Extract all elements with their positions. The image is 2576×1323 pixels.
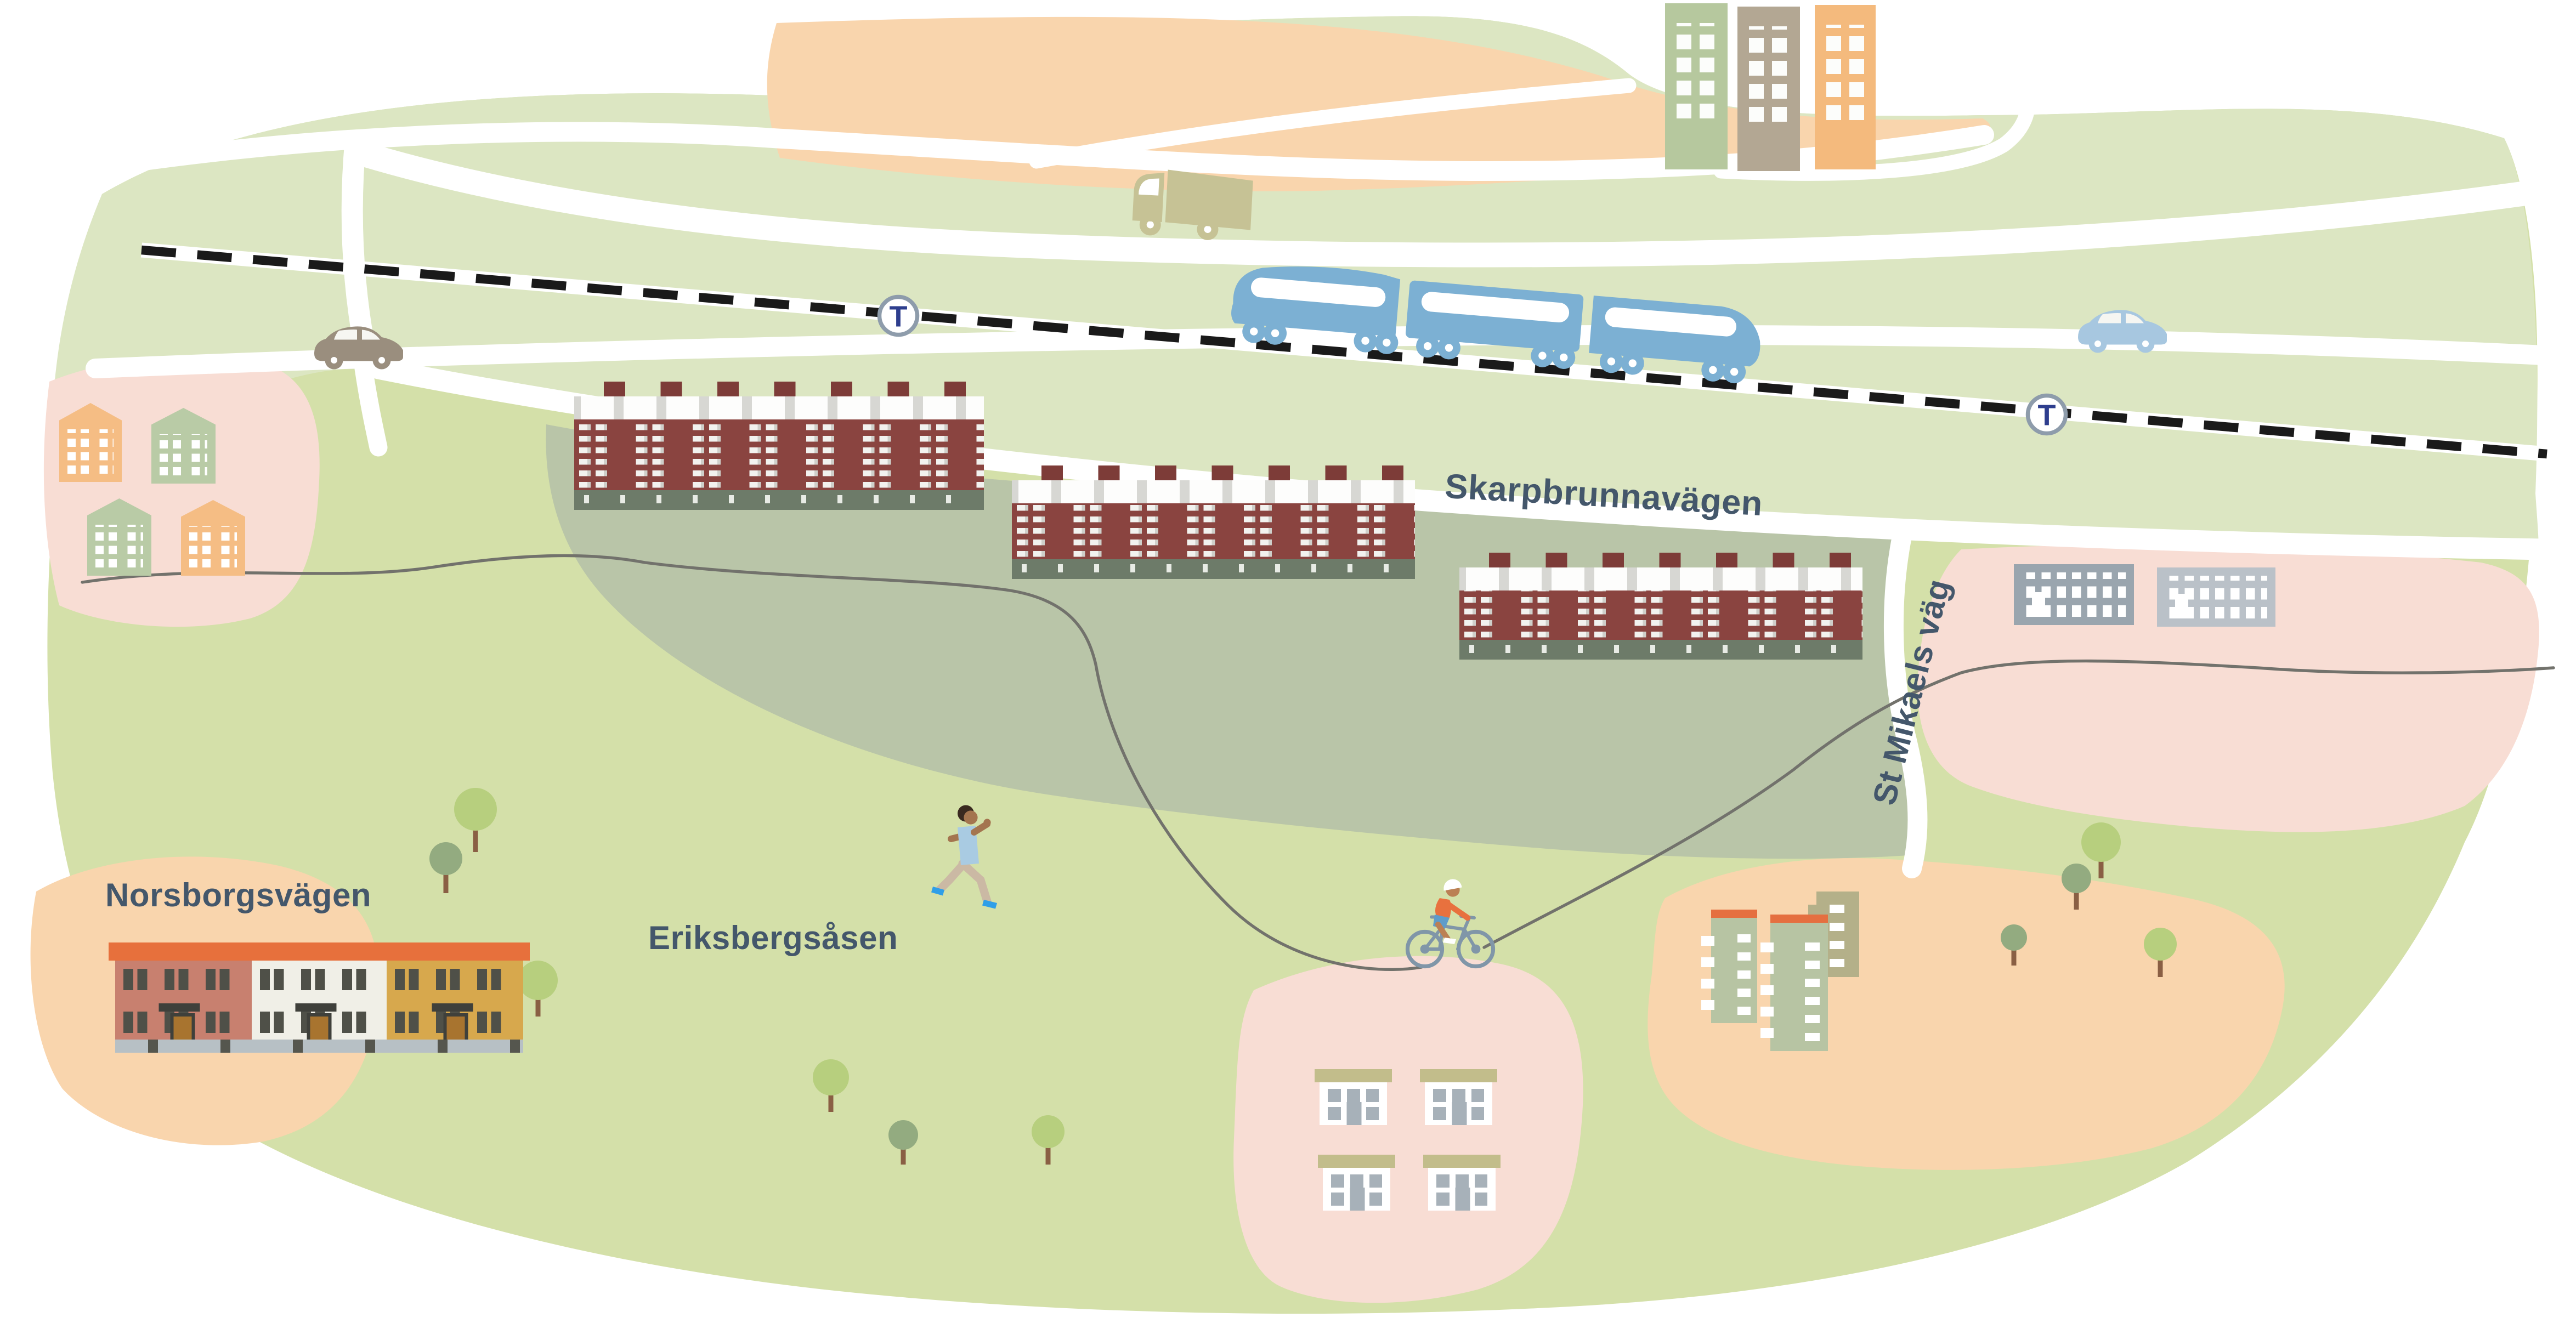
road-upper-main	[353, 142, 2556, 268]
top-floor-band	[574, 396, 984, 419]
top-floor-band	[1012, 480, 1415, 503]
entrance	[2175, 594, 2188, 618]
white-cottage	[1318, 1155, 1395, 1211]
norsborgsvagen-row-house	[109, 942, 530, 1053]
ground-floor	[1012, 559, 1415, 579]
white-cottage	[1423, 1155, 1501, 1211]
plinth	[115, 1040, 523, 1053]
tree-icon	[1032, 1115, 1065, 1165]
brick-facade-windows	[1012, 503, 1415, 559]
ground-floor	[574, 490, 984, 510]
top-floor-band	[1459, 567, 1862, 590]
entrance	[2032, 592, 2045, 617]
brick-facade-windows	[1459, 590, 1862, 640]
tree-icon	[813, 1059, 849, 1112]
roof-stubs	[1489, 553, 1853, 567]
metro-station-marker: T	[2025, 393, 2068, 436]
runner-icon	[931, 805, 997, 909]
tree-icon	[454, 788, 497, 852]
road-top	[86, 122, 1994, 181]
brick-facade-windows	[574, 419, 984, 490]
road-st-mikaels-vag	[1883, 526, 1928, 878]
hill-area	[546, 424, 1915, 859]
metro-station-letter: T	[2038, 399, 2056, 432]
footpaths	[81, 554, 2555, 972]
sage-tower	[1701, 910, 1757, 1023]
row-house-facade	[115, 961, 524, 1053]
apartment-slab-building	[1012, 465, 1415, 579]
tree-icon	[2144, 928, 2177, 977]
apartment-slab-building	[1459, 553, 1862, 660]
tree-icon	[888, 1120, 918, 1165]
pink-area-bottom-center	[1233, 956, 1583, 1303]
facade-section-ochre	[387, 961, 524, 1053]
tall-house-green	[1665, 3, 1728, 169]
white-cottage	[1315, 1069, 1392, 1125]
orange-roof	[109, 942, 530, 961]
road-peach-diagonal	[1029, 78, 1637, 169]
road-peach-curve	[1713, 88, 2035, 181]
gabled-house-orange	[181, 500, 245, 576]
car-icon-taupe	[314, 326, 403, 370]
road-branch-pink	[354, 359, 388, 457]
facade-section-red	[115, 961, 252, 1053]
sage-tower	[1760, 915, 1828, 1051]
gray-office-block	[2014, 564, 2134, 625]
car-icon-blue	[2078, 310, 2167, 353]
truck-icon	[1132, 169, 1253, 240]
metro-train-icon	[1231, 266, 1760, 384]
gabled-house-green	[151, 408, 216, 484]
roof-cap	[1770, 915, 1828, 923]
metro-station-marker: T	[877, 294, 920, 337]
gray-office-block	[2157, 567, 2275, 627]
tree-icon	[2062, 864, 2091, 910]
apartment-slab-building	[574, 382, 984, 510]
footpath-west	[81, 554, 1423, 972]
tree-icon	[429, 842, 462, 893]
white-cottage	[1420, 1069, 1497, 1125]
facade-section-white	[251, 961, 388, 1053]
railway-line	[140, 242, 2548, 462]
roof-cap	[1711, 910, 1757, 918]
gabled-house-orange	[59, 403, 122, 482]
tree-icon	[2001, 924, 2027, 966]
tree-icon	[518, 961, 558, 1017]
footpath-east	[1482, 659, 2555, 949]
balconies	[1760, 938, 1774, 1038]
ground-floor	[1459, 640, 1862, 660]
gabled-house-green	[87, 498, 151, 576]
metro-station-letter: T	[890, 300, 908, 333]
balconies	[1701, 933, 1714, 1010]
street-label-norsborgsvagen: Norsborgsvägen	[105, 878, 372, 915]
roof-stubs	[1041, 465, 1405, 480]
railway-dashes	[141, 245, 2547, 459]
tree-icon	[2081, 822, 2121, 878]
roof-stubs	[604, 382, 974, 396]
pink-area-left	[43, 355, 320, 627]
tall-house-taupe	[1737, 7, 1800, 171]
place-label-eriksbergsasen: Eriksbergsåsen	[648, 921, 898, 957]
tall-house-orange	[1815, 5, 1876, 169]
cyclist-icon	[1405, 879, 1496, 969]
